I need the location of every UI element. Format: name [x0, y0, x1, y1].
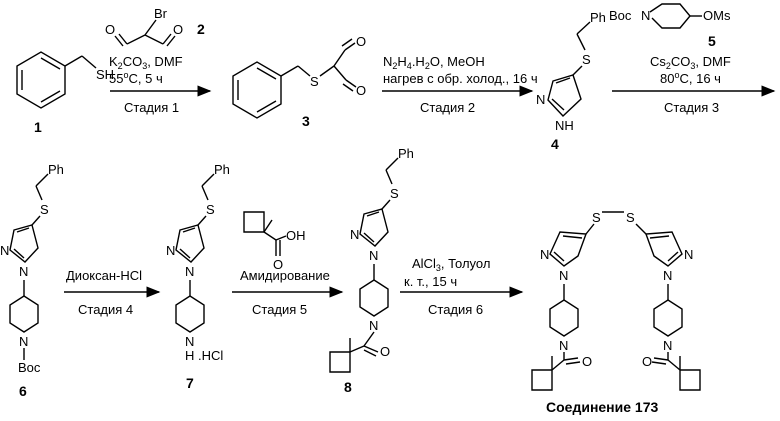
- atom-oms-5: OMs: [703, 8, 731, 23]
- atom-o-left: O: [105, 22, 115, 37]
- compound-3-structure: S O O: [233, 34, 366, 118]
- atom-ph-7: Ph: [214, 162, 230, 177]
- atom-s-6: S: [40, 202, 49, 217]
- atom-n4-173: N: [684, 247, 693, 262]
- compound-173-label: Соединение 173: [546, 399, 658, 415]
- atom-oh-acid: OH: [286, 228, 306, 243]
- atom-n3-7: N: [185, 334, 194, 349]
- atom-n-5: N: [641, 8, 650, 23]
- atom-n1-173: N: [540, 247, 549, 262]
- compound-5-structure: Boc N OMs: [609, 4, 731, 28]
- step1-condition-1: K2CO3, DMF: [109, 54, 183, 71]
- atom-s-7: S: [206, 202, 215, 217]
- compound-3-number: 3: [302, 113, 310, 129]
- step2-label: Стадия 2: [420, 100, 475, 115]
- atom-n-4: N: [536, 92, 545, 107]
- atom-ph-4: Ph: [590, 10, 606, 25]
- step1-label: Стадия 1: [124, 100, 179, 115]
- step6-condition-2: к. т., 15 ч: [404, 274, 457, 289]
- step3-label: Стадия 3: [664, 100, 719, 115]
- salt-hcl-7: .HCl: [198, 348, 223, 363]
- atom-n2-7: N: [185, 264, 194, 279]
- atom-o2-173: O: [642, 354, 652, 369]
- atom-n1-6: N: [0, 243, 9, 258]
- atom-o-right: O: [173, 22, 183, 37]
- atom-o-8: O: [380, 344, 390, 359]
- atom-ph-6: Ph: [48, 162, 64, 177]
- step3-condition-2: 80oC, 16 ч: [660, 70, 721, 86]
- atom-s-8: S: [390, 186, 399, 201]
- compound-4-structure: Ph S N NH: [536, 10, 606, 133]
- atom-boc-6: Boc: [18, 360, 41, 375]
- step3-condition-1: Cs2CO3, DMF: [650, 54, 731, 71]
- atom-o-3b: O: [356, 83, 366, 98]
- atom-n2-173: N: [559, 268, 568, 283]
- compound-6-structure: Ph S N N N Boc: [0, 162, 64, 375]
- atom-n3-6: N: [19, 334, 28, 349]
- compound-7-number: 7: [186, 375, 194, 391]
- step5-label: Стадия 5: [252, 302, 307, 317]
- atom-s1-173: S: [592, 210, 601, 225]
- atom-h-7: H: [185, 348, 194, 363]
- compound-4-number: 4: [551, 136, 559, 152]
- atom-s-3: S: [310, 74, 319, 89]
- step6-condition-1: AlCl3, Толуол: [412, 256, 490, 273]
- atom-n2-8: N: [369, 248, 378, 263]
- step4-label: Стадия 4: [78, 302, 133, 317]
- atom-ph-8: Ph: [398, 146, 414, 161]
- compound-173-structure: S S N N N O N N N O: [532, 210, 700, 390]
- atom-n2-6: N: [19, 264, 28, 279]
- atom-br: Br: [154, 6, 168, 21]
- step4-reagent: Диоксан-HCl: [66, 268, 142, 283]
- atom-n1-7: N: [166, 243, 175, 258]
- compound-2-number: 2: [197, 21, 205, 37]
- atom-n5-173: N: [663, 268, 672, 283]
- step6-label: Стадия 6: [428, 302, 483, 317]
- atom-n6-173: N: [663, 338, 672, 353]
- step2-condition-1: N2H4.H2O, MeOH: [383, 54, 485, 71]
- compound-6-number: 6: [19, 383, 27, 399]
- compound-5-number: 5: [708, 33, 716, 49]
- amidation-acid-structure: O OH: [244, 212, 306, 272]
- atom-boc-5: Boc: [609, 8, 632, 23]
- atom-n1-8: N: [350, 227, 359, 242]
- atom-n3-8: N: [369, 318, 378, 333]
- atom-n3-173: N: [559, 338, 568, 353]
- compound-2-structure: Br O O: [105, 6, 183, 46]
- compound-7-structure: Ph S N N N H .HCl: [166, 162, 230, 363]
- step5-reagent: Амидирование: [240, 268, 330, 283]
- compound-8-structure: Ph S N N N O: [330, 146, 414, 372]
- step1-condition-2: 55oC, 5 ч: [109, 70, 163, 86]
- compound-1-number: 1: [34, 119, 42, 135]
- atom-s-4: S: [582, 52, 591, 67]
- atom-o-3a: O: [356, 34, 366, 49]
- step2-condition-2: нагрев с обр. холод., 16 ч: [383, 71, 538, 86]
- atom-o1-173: O: [582, 354, 592, 369]
- compound-1-structure: SH: [17, 52, 114, 108]
- atom-s2-173: S: [626, 210, 635, 225]
- atom-nh-4: NH: [555, 118, 574, 133]
- compound-8-number: 8: [344, 379, 352, 395]
